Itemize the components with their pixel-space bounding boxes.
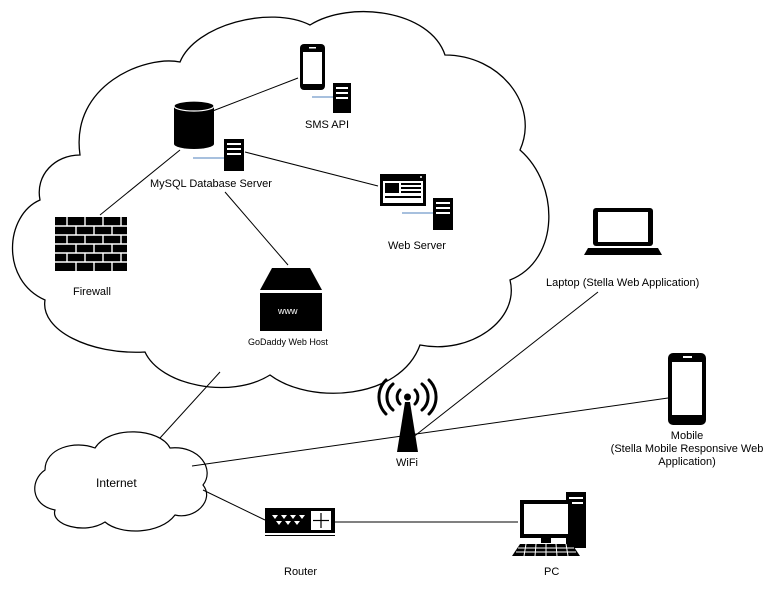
desktop-pc-icon (512, 492, 586, 557)
line-internet-router (202, 489, 266, 521)
line-wifi-laptop (411, 291, 599, 439)
router-icon (265, 508, 335, 536)
firewall-label: Firewall (73, 286, 111, 298)
database-icon (173, 100, 215, 149)
laptop-icon (584, 208, 662, 255)
server-tower-icon (193, 139, 244, 171)
laptop-label: Laptop (Stella Web Application) (546, 277, 700, 289)
line-internet-mobile (191, 397, 669, 467)
mobile-phone-icon (668, 353, 706, 425)
internet-label: Internet (96, 476, 137, 490)
www-label: www (278, 306, 298, 316)
pc-label: PC (544, 566, 560, 578)
line-cloud-internet (159, 371, 221, 439)
line-db-sms (209, 77, 299, 113)
server-tower-icon (402, 198, 453, 230)
mysql-server-label: MySQL Database Server (150, 178, 272, 190)
web-page-icon (380, 174, 426, 206)
server-tower-icon (312, 83, 351, 113)
godaddy-label: GoDaddy Web Host (248, 337, 328, 347)
mobile-label-line1: Mobile (670, 430, 704, 442)
line-db-godaddy (224, 191, 289, 266)
line-db-webserver (244, 151, 379, 187)
wifi-antenna-icon (377, 378, 438, 416)
sms-api-label: SMS API (305, 119, 350, 131)
mobile-label-line3: Application) (658, 456, 716, 468)
hosting-cloud-icon (12, 10, 550, 394)
line-db-firewall (99, 149, 181, 216)
web-host-box-icon (260, 268, 322, 331)
internet-cloud-icon (34, 431, 208, 532)
wifi-label: WiFi (396, 457, 418, 469)
firewall-brick-icon (55, 217, 127, 271)
mobile-label: Mobile (Stella Mobile Responsive Web App… (602, 430, 770, 469)
connection-lines (99, 77, 669, 523)
mobile-label-line2: (Stella Mobile Responsive Web (610, 443, 764, 455)
smartphone-icon (300, 44, 325, 90)
wifi-tower-icon (397, 393, 418, 452)
router-label: Router (284, 566, 318, 578)
web-server-label: Web Server (388, 240, 446, 252)
